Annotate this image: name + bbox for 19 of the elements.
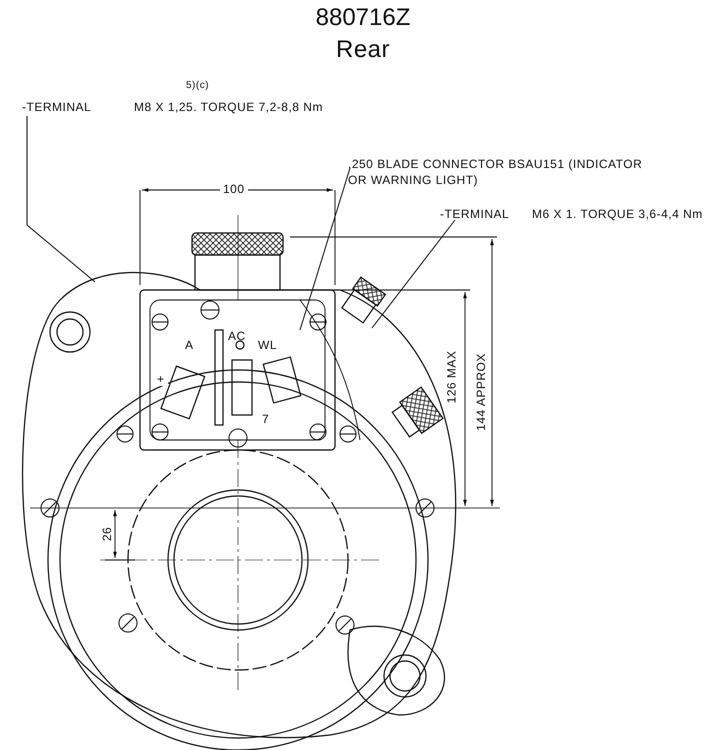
- note-mark: 5)(c): [186, 80, 210, 91]
- dimension-label: 100: [220, 182, 248, 196]
- terminal-label: WL: [258, 338, 277, 352]
- dimension-label: 26: [100, 524, 114, 544]
- leader-line: [372, 220, 456, 328]
- callout-text: -TERMINAL: [22, 100, 92, 114]
- callout-text: -TERMINAL: [440, 207, 510, 221]
- callout-text: .250 BLADE CONNECTOR BSAU151 (INDICATOR OR WARNING LIGHT): [348, 156, 644, 188]
- leader-line: [26, 116, 96, 282]
- leader-line: [300, 168, 350, 330]
- callout-text: M8 X 1,25. TORQUE 7,2-8,8 Nm: [134, 100, 323, 114]
- terminal-label: A: [185, 338, 194, 352]
- dimension-label: 126 MAX: [444, 348, 458, 406]
- diagram-title: 880716Z: [314, 4, 412, 32]
- subtitle: Rear: [334, 36, 392, 64]
- callout-text: M6 X 1. TORQUE 3,6-4,4 Nm: [532, 207, 703, 221]
- callout-number: 7: [262, 412, 270, 426]
- terminal-label: AC: [228, 329, 246, 343]
- dimension-label: 144 APPROX: [474, 351, 488, 433]
